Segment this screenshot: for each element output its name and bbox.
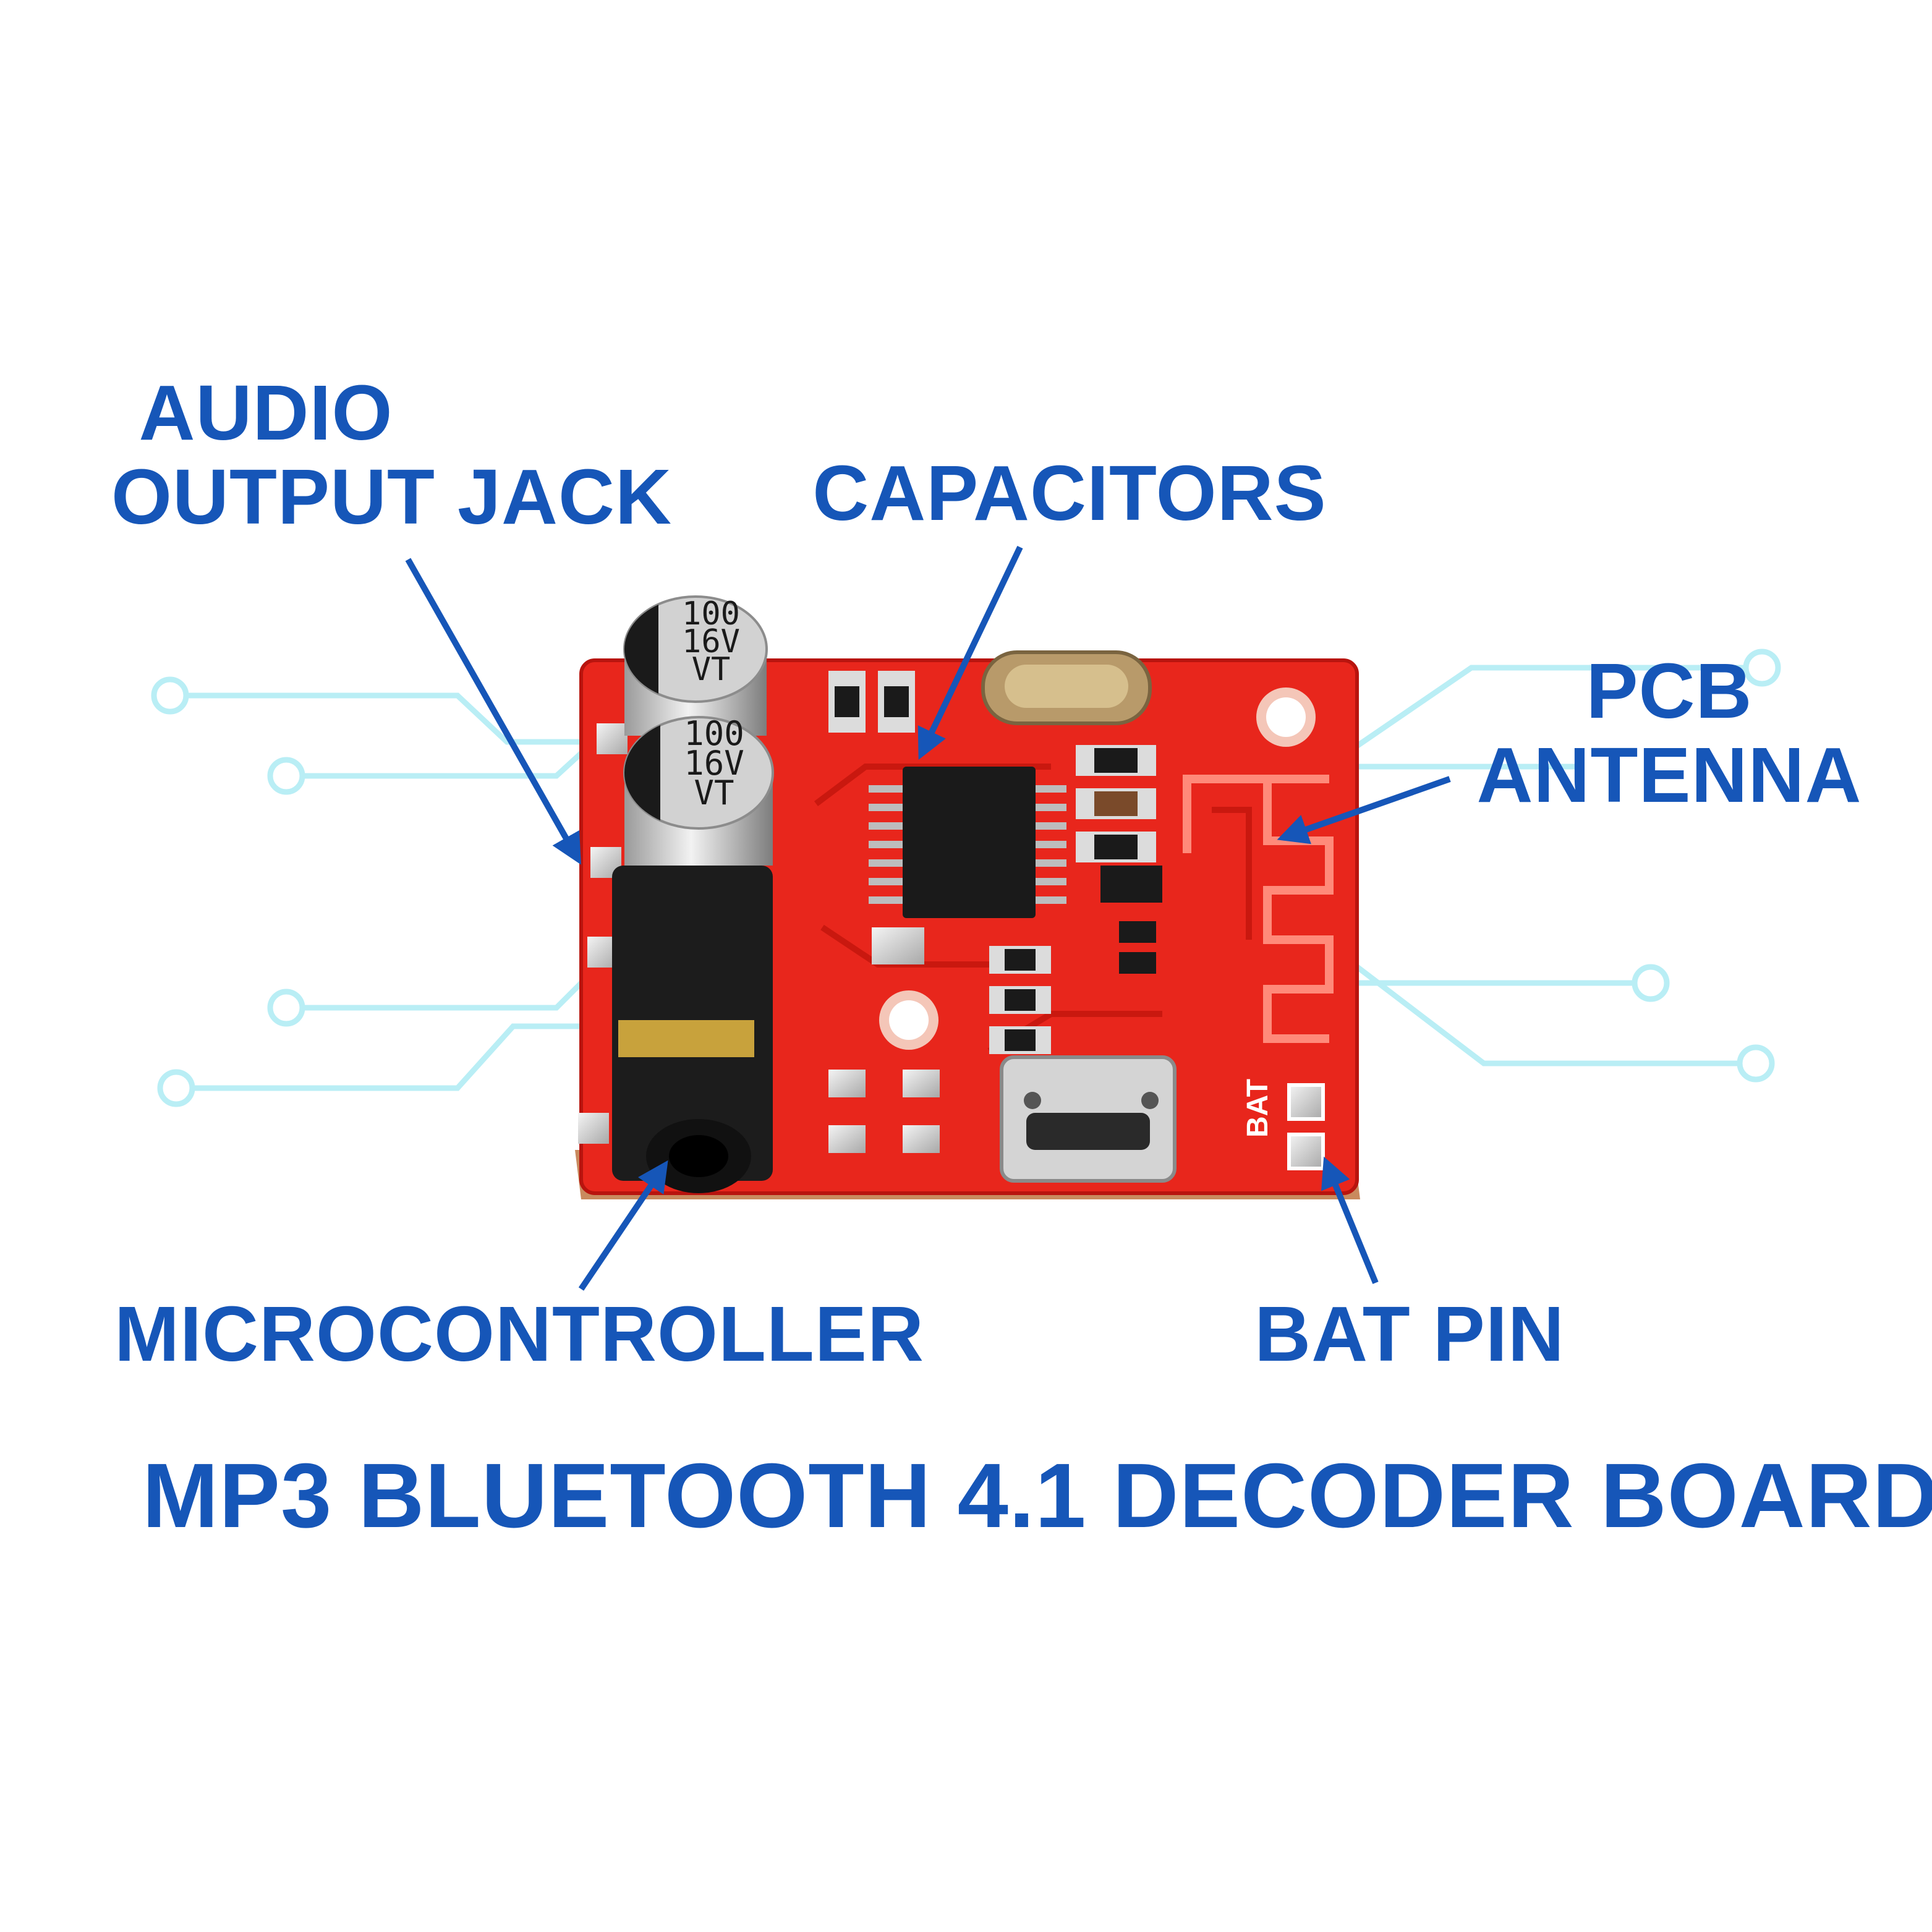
bat-pad-2 bbox=[1287, 1133, 1325, 1170]
diagram-title: MP3 BLUETOOTH 4.1 DECODER BOARD bbox=[142, 1445, 1932, 1547]
arrow-icon bbox=[1277, 776, 1451, 845]
microcontroller-label: MICROCONTROLLER bbox=[114, 1290, 924, 1377]
circuit-node-icon bbox=[151, 676, 189, 715]
bat-pin-label: BAT PIN bbox=[1254, 1290, 1565, 1377]
audio-jack bbox=[612, 866, 773, 1193]
solder-pads bbox=[578, 723, 940, 1153]
circuit-node-icon bbox=[1743, 649, 1781, 687]
capacitor-1: 100 16V VT bbox=[623, 595, 768, 736]
bat-pad-1 bbox=[1287, 1083, 1325, 1121]
cap2-voltage: 16V bbox=[684, 744, 744, 783]
capacitors-label: CAPACITORS bbox=[812, 449, 1327, 537]
capacitor-2: 100 16V VT bbox=[623, 714, 774, 866]
pcb-board: BAT 100 16V VT 100 16 bbox=[575, 595, 1360, 1199]
pcb-label-line2: ANTENNA bbox=[1476, 731, 1862, 819]
circuit-decoration-right bbox=[1352, 649, 1781, 1083]
circuit-node-icon bbox=[157, 1069, 195, 1107]
circuit-decoration-left bbox=[151, 676, 596, 1107]
annotation-arrows bbox=[405, 545, 1451, 1291]
circuit-node-icon bbox=[267, 757, 305, 795]
circuit-node-icon bbox=[1737, 1044, 1775, 1083]
audio-label-line2: OUTPUT JACK bbox=[111, 453, 673, 541]
cap2-series: VT bbox=[694, 773, 734, 812]
arrow-icon bbox=[1321, 1156, 1379, 1284]
pcb-antenna-label: PCB ANTENNA bbox=[1465, 649, 1873, 817]
cap2-value: 100 bbox=[684, 714, 744, 753]
microcontroller-chip bbox=[869, 767, 1066, 918]
arrow-icon bbox=[405, 558, 581, 865]
bat-silkscreen: BAT bbox=[1241, 1079, 1274, 1138]
arrow-icon bbox=[578, 1160, 668, 1291]
cap1-voltage: 16V bbox=[682, 623, 740, 660]
arrow-icon bbox=[917, 545, 1023, 760]
pcb-label-line1: PCB bbox=[1586, 647, 1753, 734]
circuit-node-icon bbox=[1632, 964, 1670, 1002]
circuit-node-icon bbox=[267, 989, 305, 1027]
audio-output-jack-label: AUDIO OUTPUT JACK bbox=[111, 369, 673, 541]
cap1-value: 100 bbox=[682, 595, 740, 632]
cap1-series: VT bbox=[692, 651, 731, 688]
smd-components bbox=[828, 671, 1162, 1054]
audio-label-line1: AUDIO bbox=[138, 369, 393, 456]
